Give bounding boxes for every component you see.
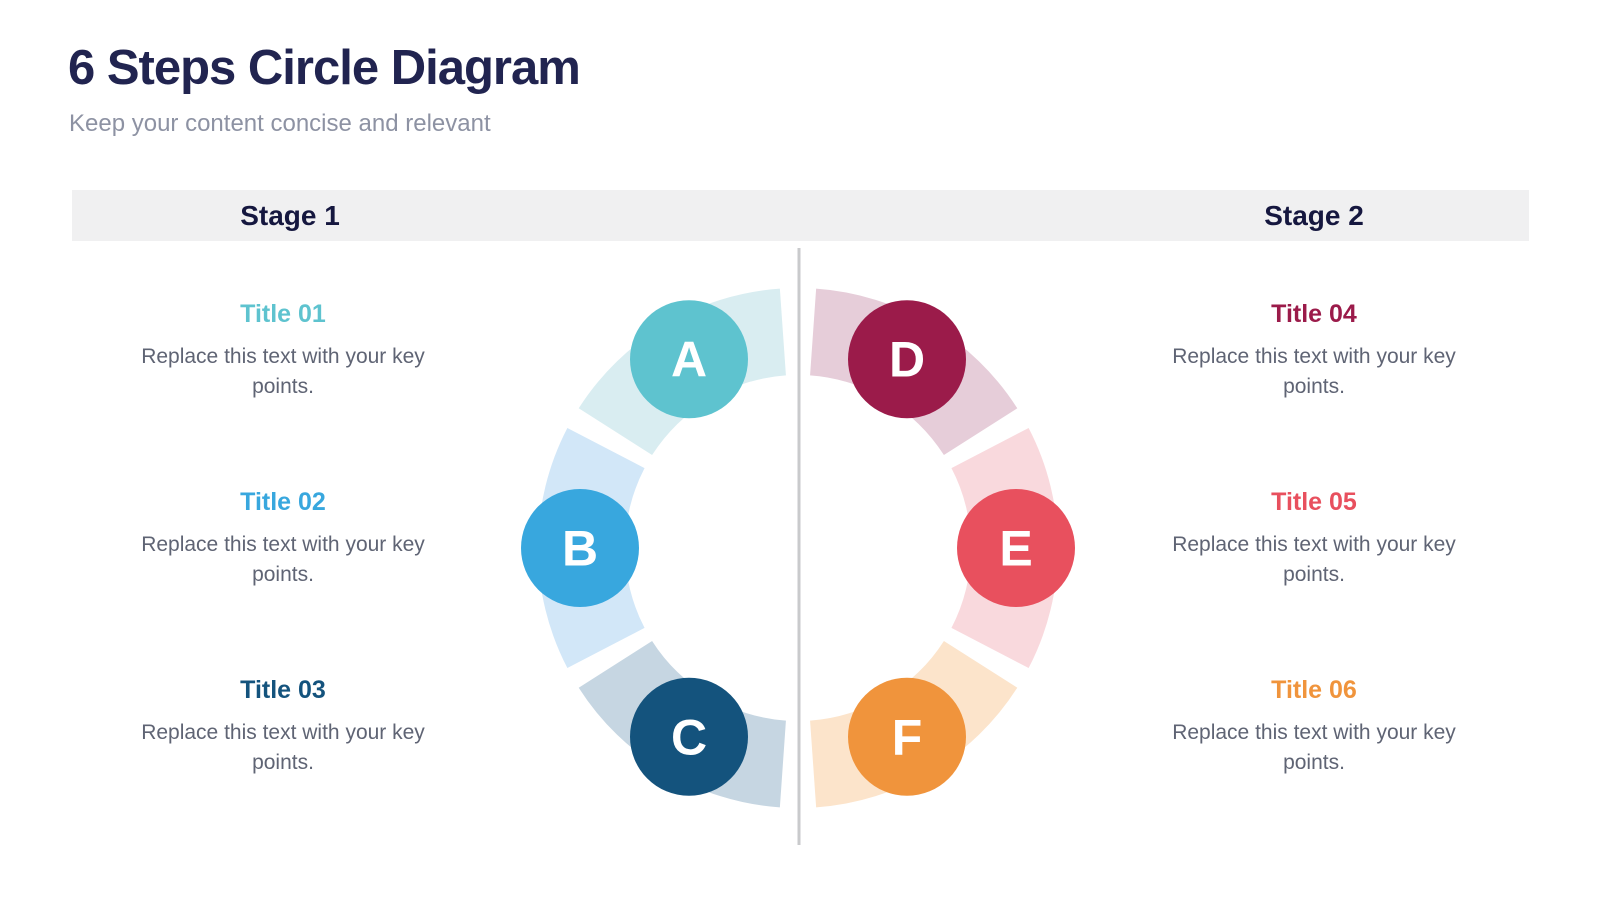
step-letter-b: B xyxy=(562,521,598,577)
step-letter-a: A xyxy=(671,332,707,388)
stage-bar: Stage 1 Stage 2 xyxy=(72,190,1529,241)
step-a-body: Replace this text with your key points. xyxy=(141,345,425,398)
step-circle-e xyxy=(957,489,1075,607)
step-b-title: Title 02 xyxy=(240,488,326,516)
step-letter-c: C xyxy=(671,709,707,765)
step-circle-b xyxy=(521,489,639,607)
step-circle-f xyxy=(848,677,966,796)
step-e-title: Title 05 xyxy=(1271,488,1357,516)
ring-segment-e xyxy=(951,427,1058,669)
step-f-text-block: Title 06 Replace this text with your key… xyxy=(1134,675,1494,778)
step-c-text-block: Title 03 Replace this text with your key… xyxy=(103,675,463,778)
ring-segment-a xyxy=(578,288,786,456)
step-e-text-block: Title 05 Replace this text with your key… xyxy=(1134,487,1494,590)
step-d-text-block: Title 04 Replace this text with your key… xyxy=(1134,299,1494,402)
step-e-body: Replace this text with your key points. xyxy=(1172,533,1456,586)
step-circle-d xyxy=(848,300,966,419)
step-d-body: Replace this text with your key points. xyxy=(1172,345,1456,398)
stage-1-label: Stage 1 xyxy=(240,199,340,231)
ring-segment-c xyxy=(578,640,786,808)
step-f-title: Title 06 xyxy=(1271,676,1357,704)
ring-segment-f xyxy=(810,640,1018,808)
step-letter-d: D xyxy=(889,332,925,388)
step-c-body: Replace this text with your key points. xyxy=(141,721,425,774)
step-d-title: Title 04 xyxy=(1271,300,1357,328)
ring-segment-d xyxy=(810,288,1018,456)
step-a-title: Title 01 xyxy=(240,300,326,328)
page-subtitle: Keep your content concise and relevant xyxy=(69,110,491,137)
step-letter-e: E xyxy=(999,521,1032,577)
step-letter-f: F xyxy=(892,709,923,765)
step-circle-c xyxy=(630,677,748,796)
step-b-text-block: Title 02 Replace this text with your key… xyxy=(103,487,463,590)
step-a-text-block: Title 01 Replace this text with your key… xyxy=(103,299,463,402)
step-circle-a xyxy=(630,300,748,419)
step-f-body: Replace this text with your key points. xyxy=(1172,721,1456,774)
step-c-title: Title 03 xyxy=(240,676,326,704)
ring-segment-b xyxy=(538,427,645,669)
step-b-body: Replace this text with your key points. xyxy=(141,533,425,586)
page-title: 6 Steps Circle Diagram xyxy=(68,41,581,95)
stage-2-label: Stage 2 xyxy=(1264,199,1364,231)
